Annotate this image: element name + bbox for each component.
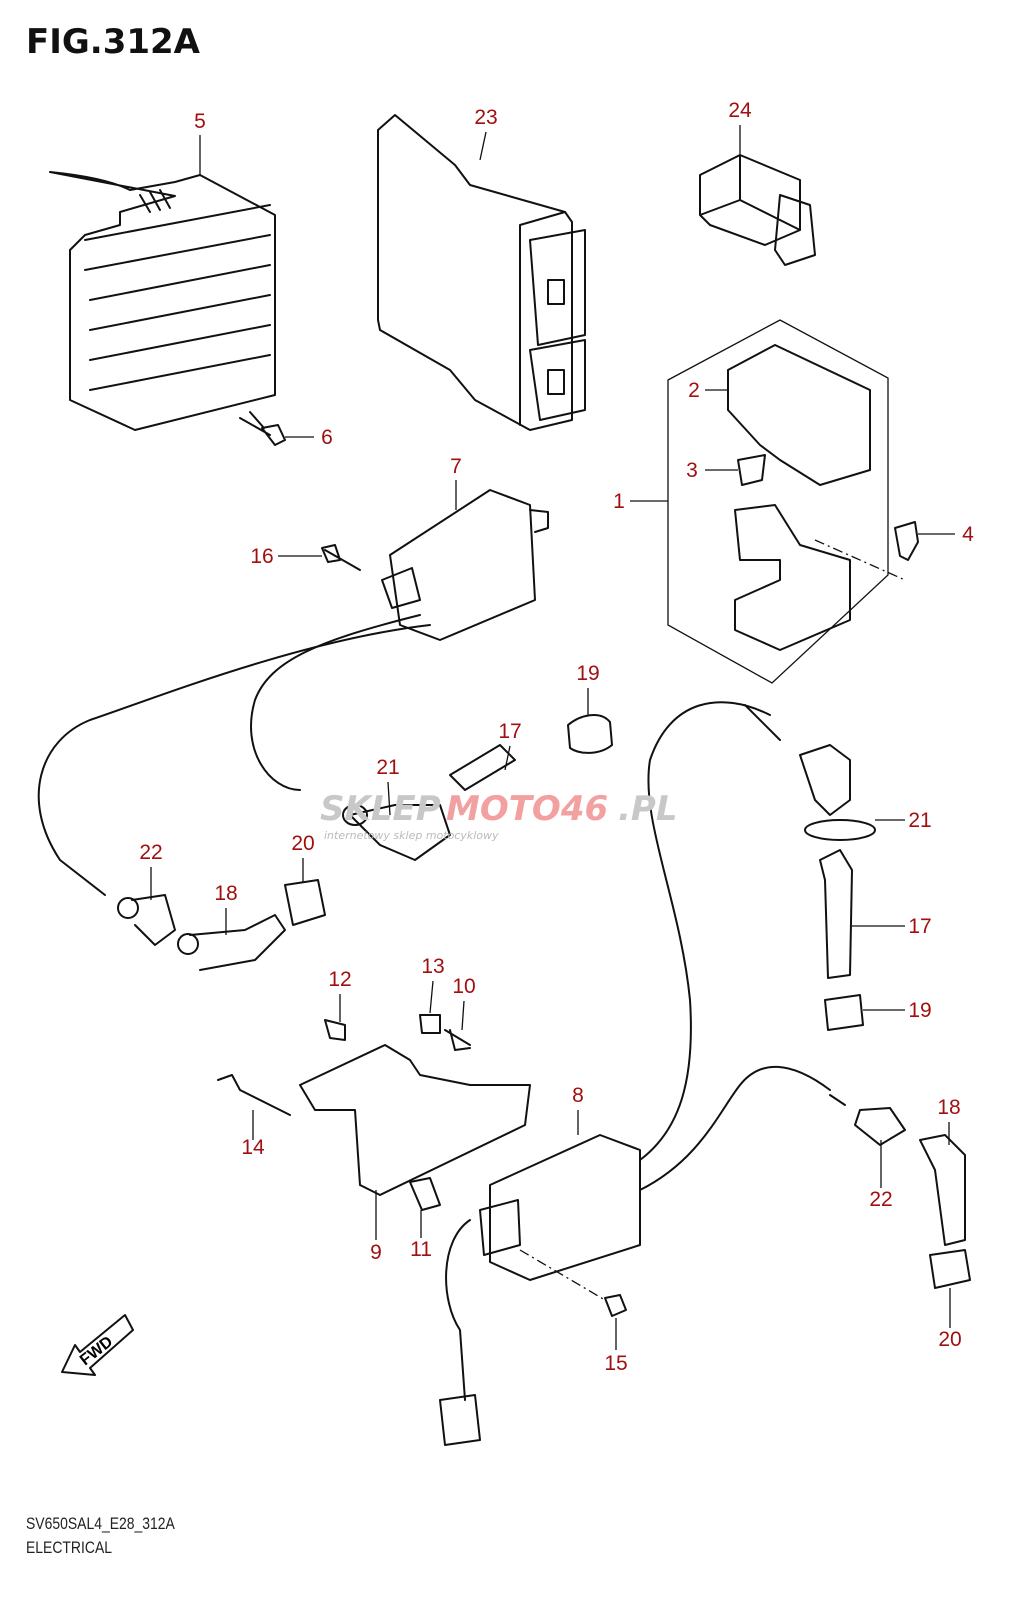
part-ecm: [377, 114, 586, 431]
watermark-brand-gray: SKLEP: [320, 789, 441, 829]
part-ignition-coil-8: [439, 1134, 641, 1446]
watermark: SKLEP MOTO46 .PL internetowy sklep motoc…: [320, 789, 678, 842]
callout-20: 20: [291, 832, 314, 855]
part-relay-24: [699, 154, 816, 266]
callout-18: 18: [937, 1096, 960, 1119]
footer: SV650SAL4_E28_312A ELECTRICAL: [26, 1512, 175, 1560]
part-ignition-coil-7: [37, 489, 549, 896]
leader-line: [504, 745, 511, 771]
callout-14: 14: [241, 1136, 265, 1159]
fwd-arrow: FWD: [61, 1314, 134, 1376]
part-plug-caps-left: [117, 714, 613, 971]
part-high-tension-leads-right: [639, 701, 971, 1289]
callout-21: 21: [908, 809, 931, 832]
callout-4: 4: [962, 523, 974, 546]
watermark-suffix: .PL: [618, 789, 678, 829]
callout-23: 23: [474, 106, 497, 129]
callout-19: 19: [576, 662, 599, 685]
callout-22: 22: [139, 841, 162, 864]
callout-24: 24: [728, 99, 752, 122]
model-code: SV650SAL4_E28_312A: [26, 1514, 175, 1533]
callout-17: 17: [908, 915, 931, 938]
callout-12: 12: [328, 968, 351, 991]
part-regulator-rectifier: [49, 171, 276, 431]
callout-7: 7: [450, 455, 462, 478]
callout-19: 19: [908, 999, 931, 1022]
callout-6: 6: [321, 426, 333, 449]
callout-1: 1: [613, 490, 625, 513]
callout-10: 10: [452, 975, 475, 998]
callout-2: 2: [688, 379, 700, 402]
leader-line: [387, 781, 391, 816]
leader-line: [479, 131, 487, 161]
callout-21: 21: [376, 756, 399, 779]
callout-22: 22: [869, 1188, 892, 1211]
part-bolt-6: [239, 411, 286, 446]
figure-title: FIG.312A: [26, 22, 200, 62]
callout-3: 3: [686, 459, 698, 482]
callout-17: 17: [498, 720, 521, 743]
callout-5: 5: [194, 110, 206, 133]
callout-8: 8: [572, 1084, 584, 1107]
part-bolt-16: [321, 544, 361, 571]
callout-16: 16: [250, 545, 273, 568]
section-name: ELECTRICAL: [26, 1538, 112, 1557]
callout-11: 11: [410, 1238, 432, 1261]
leader-line: [429, 980, 434, 1014]
callout-18: 18: [214, 882, 237, 905]
callout-20: 20: [938, 1328, 961, 1351]
watermark-tagline: internetowy sklep motocyklowy: [324, 829, 499, 842]
part-starter-relay-assembly: [667, 319, 919, 684]
callout-15: 15: [604, 1352, 627, 1375]
watermark-brand-red: MOTO46: [446, 789, 608, 829]
callout-13: 13: [421, 955, 444, 978]
leader-line: [461, 1000, 465, 1031]
callout-9: 9: [370, 1241, 382, 1264]
part-bracket: [217, 1014, 531, 1211]
